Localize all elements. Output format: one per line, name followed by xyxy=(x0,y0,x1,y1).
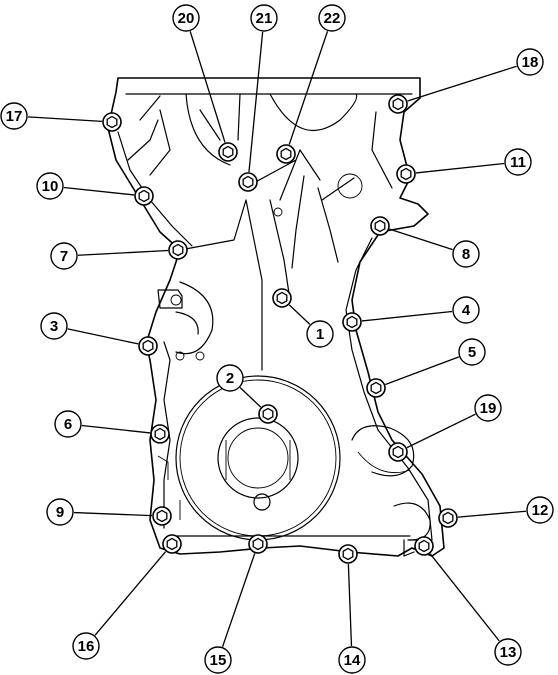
bolt-20 xyxy=(218,142,238,162)
callout-11: 11 xyxy=(504,148,532,176)
callout-14: 14 xyxy=(338,646,366,674)
leader-line-15 xyxy=(221,553,256,647)
cover-body xyxy=(107,77,445,557)
leader-line-17 xyxy=(27,116,103,123)
callout-label-11: 11 xyxy=(510,154,526,171)
leader-line-10 xyxy=(63,186,135,196)
callout-10: 10 xyxy=(36,172,64,200)
bolt-19 xyxy=(388,442,408,462)
leader-line-14 xyxy=(347,563,353,647)
callout-label-6: 6 xyxy=(64,416,72,433)
callout-7: 7 xyxy=(50,242,78,270)
callout-20: 20 xyxy=(172,4,200,32)
oil-pump-boss xyxy=(157,281,214,361)
leader-line-20 xyxy=(189,31,226,143)
bolt-16 xyxy=(162,534,182,554)
bolt-22 xyxy=(276,144,296,164)
bolt-1 xyxy=(272,288,292,308)
callout-18: 18 xyxy=(516,48,544,76)
callout-label-14: 14 xyxy=(344,652,361,669)
leader-line-12 xyxy=(457,510,527,518)
bolt-9 xyxy=(152,506,172,526)
bolt-5 xyxy=(366,378,386,398)
callout-label-17: 17 xyxy=(6,108,23,125)
bolt-21 xyxy=(238,172,258,192)
callout-2: 2 xyxy=(216,364,244,392)
callout-15: 15 xyxy=(204,646,232,674)
callout-label-9: 9 xyxy=(56,504,64,521)
callout-label-7: 7 xyxy=(60,248,68,265)
callout-12: 12 xyxy=(526,496,554,524)
leader-line-5 xyxy=(385,356,460,386)
callout-9: 9 xyxy=(46,498,74,526)
leader-line-9 xyxy=(73,511,153,517)
callout-label-4: 4 xyxy=(462,302,471,319)
leader-line-13 xyxy=(429,553,500,642)
bolt-13 xyxy=(414,536,434,556)
callout-5: 5 xyxy=(458,338,486,366)
leader-line-2 xyxy=(239,387,262,408)
callout-label-19: 19 xyxy=(480,400,497,417)
bolt-11 xyxy=(396,164,416,184)
leader-line-1 xyxy=(288,304,311,325)
callout-1: 1 xyxy=(306,320,334,348)
bolt-12 xyxy=(438,508,458,528)
leader-line-6 xyxy=(81,424,151,434)
callout-label-1: 1 xyxy=(316,326,324,343)
leader-line-8 xyxy=(389,228,453,251)
callout-label-22: 22 xyxy=(324,10,341,27)
leader-line-18 xyxy=(407,65,517,102)
callout-6: 6 xyxy=(54,410,82,438)
leader-line-19 xyxy=(406,413,476,449)
bolt-3 xyxy=(138,336,158,356)
callout-4: 4 xyxy=(452,296,480,324)
leader-line-22 xyxy=(288,31,329,145)
bolt-7 xyxy=(168,240,188,260)
tensioner-boss xyxy=(157,425,431,541)
callout-label-2: 2 xyxy=(226,370,234,387)
callout-label-21: 21 xyxy=(256,10,273,27)
callout-22: 22 xyxy=(318,4,346,32)
leader-line-7 xyxy=(77,249,169,256)
leader-line-16 xyxy=(94,551,167,636)
callout-label-20: 20 xyxy=(178,10,195,27)
bolt-15 xyxy=(248,534,268,554)
callout-19: 19 xyxy=(474,394,502,422)
leader-line-3 xyxy=(67,328,139,345)
callout-label-10: 10 xyxy=(42,178,59,195)
bolt-18 xyxy=(388,94,408,114)
callout-17: 17 xyxy=(0,102,28,130)
callout-label-5: 5 xyxy=(468,344,476,361)
callout-8: 8 xyxy=(452,240,480,268)
callout-3: 3 xyxy=(40,312,68,340)
callout-label-15: 15 xyxy=(210,652,227,669)
leader-line-4 xyxy=(361,310,453,322)
bolt-10 xyxy=(134,186,154,206)
bolt-14 xyxy=(338,544,358,564)
callout-16: 16 xyxy=(72,632,100,660)
callout-label-8: 8 xyxy=(462,246,470,263)
leader-line-11 xyxy=(415,162,505,174)
callout-label-16: 16 xyxy=(78,638,95,655)
callout-label-13: 13 xyxy=(500,644,517,661)
leader-line-21 xyxy=(248,31,264,173)
bolt-8 xyxy=(370,216,390,236)
bolt-4 xyxy=(342,312,362,332)
callout-label-12: 12 xyxy=(532,502,549,519)
bolt-17 xyxy=(102,112,122,132)
callout-13: 13 xyxy=(494,638,522,666)
callout-label-3: 3 xyxy=(50,318,58,335)
bolt-6 xyxy=(150,424,170,444)
callout-label-18: 18 xyxy=(522,54,539,71)
bolt-2 xyxy=(258,404,278,424)
callout-21: 21 xyxy=(250,4,278,32)
